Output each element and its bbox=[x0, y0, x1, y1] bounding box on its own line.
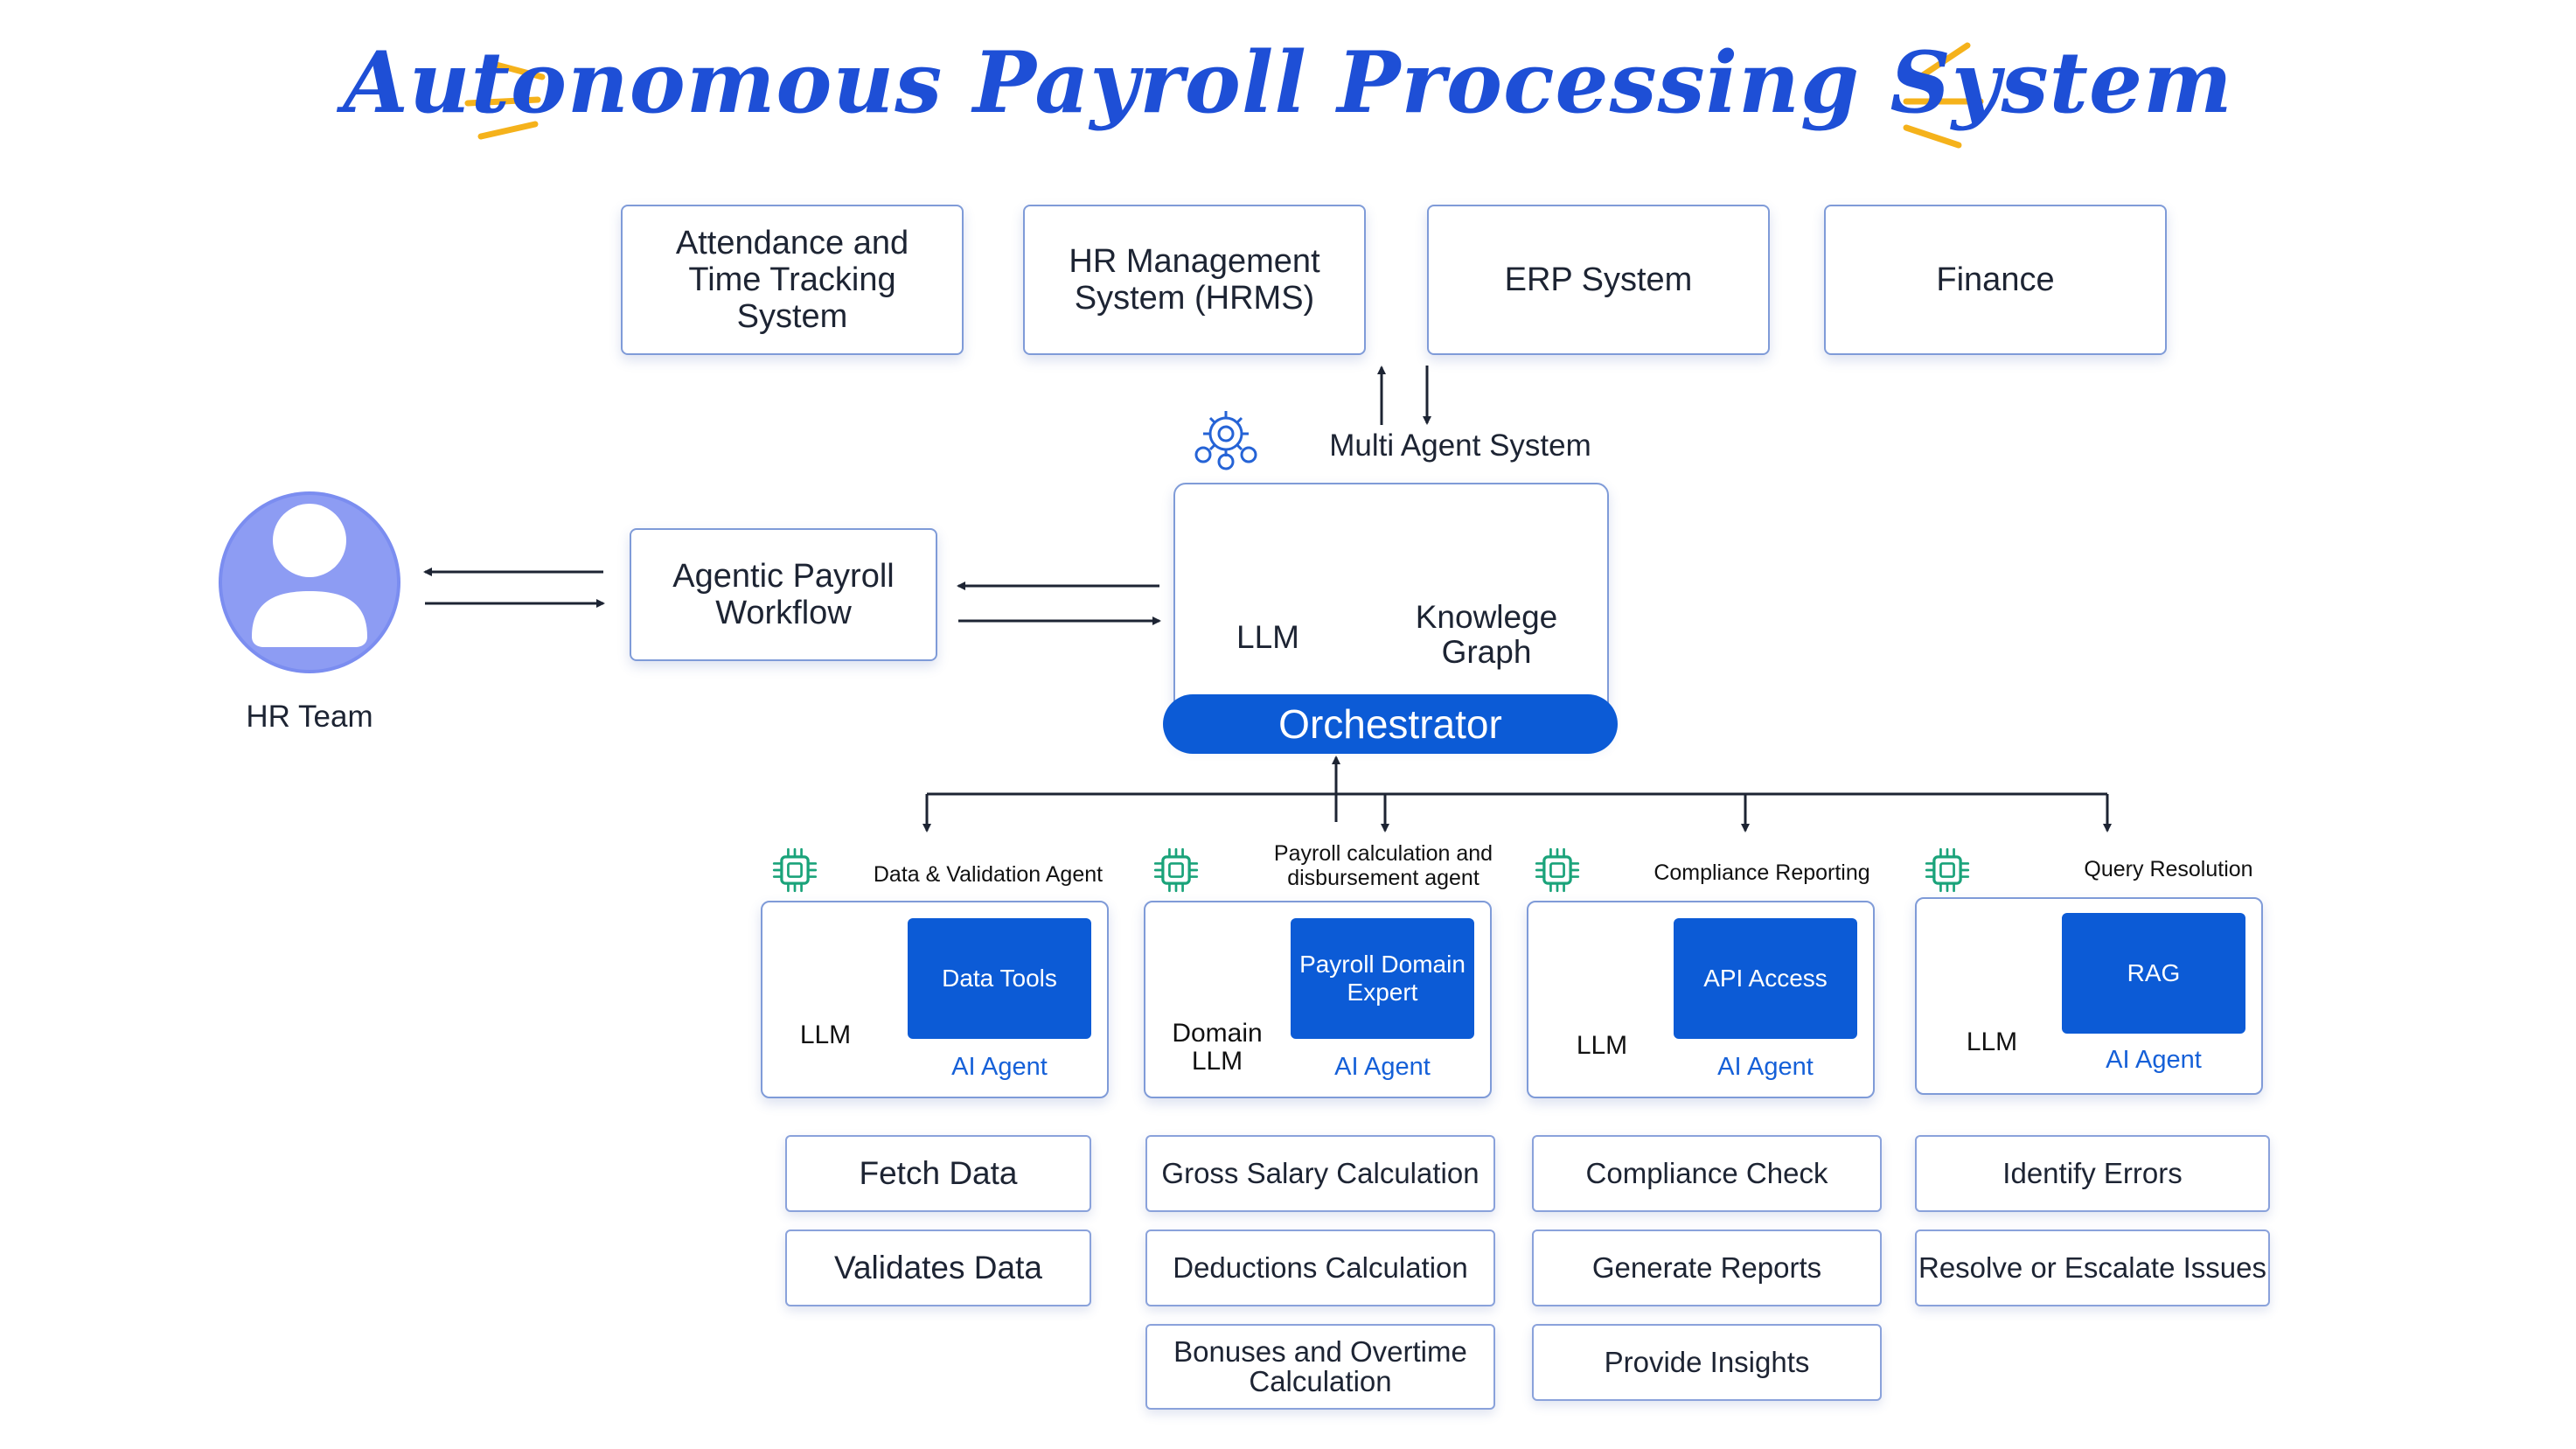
ai-agent-label: AI Agent bbox=[2106, 1046, 2202, 1074]
agent-title: Query Resolution bbox=[2084, 857, 2253, 881]
chip-icon bbox=[1153, 847, 1199, 893]
agent-tool-tile: API Access bbox=[1674, 918, 1857, 1039]
task-box: Generate Reports bbox=[1532, 1230, 1882, 1306]
user-avatar-icon bbox=[219, 491, 400, 673]
page-title: Autonomous Payroll Processing System bbox=[343, 33, 2233, 132]
task-box: Gross Salary Calculation bbox=[1145, 1135, 1495, 1212]
multi-agent-label: Multi Agent System bbox=[1329, 428, 1591, 463]
workflow-label: Agentic Payroll Workflow bbox=[672, 558, 895, 631]
task-label: Fetch Data bbox=[859, 1155, 1018, 1191]
task-box: Resolve or Escalate Issues bbox=[1915, 1230, 2270, 1306]
task-label: Validates Data bbox=[834, 1250, 1042, 1285]
system-label: HR Management System (HRMS) bbox=[1069, 243, 1320, 317]
system-finance: Finance bbox=[1824, 205, 2167, 355]
agent-title: Data & Validation Agent bbox=[873, 862, 1104, 887]
task-box: Bonuses and Overtime Calculation bbox=[1145, 1324, 1495, 1410]
agent-distribution-lines bbox=[922, 756, 2112, 832]
agent-tool-tile: Data Tools bbox=[908, 918, 1091, 1039]
agent-title: Compliance Reporting bbox=[1654, 860, 1870, 885]
task-label: Resolve or Escalate Issues bbox=[1918, 1251, 2266, 1284]
task-box: Fetch Data bbox=[785, 1135, 1091, 1212]
agent-llm-label: LLM bbox=[1576, 1031, 1628, 1060]
system-hrms: HR Management System (HRMS) bbox=[1023, 205, 1366, 355]
agentic-workflow-box: Agentic Payroll Workflow bbox=[630, 528, 937, 661]
chip-icon bbox=[772, 847, 818, 893]
ai-agent-label: AI Agent bbox=[951, 1053, 1048, 1081]
task-label: Gross Salary Calculation bbox=[1161, 1157, 1479, 1189]
agent-llm-label: Domain LLM bbox=[1172, 1019, 1263, 1076]
spark-icon bbox=[464, 59, 546, 140]
system-label: Finance bbox=[1936, 261, 2055, 298]
ai-agent-label: AI Agent bbox=[1334, 1053, 1431, 1081]
task-box: Identify Errors bbox=[1915, 1135, 2270, 1212]
ai-agent-label: AI Agent bbox=[1717, 1053, 1814, 1081]
task-box: Provide Insights bbox=[1532, 1324, 1882, 1401]
task-box: Compliance Check bbox=[1532, 1135, 1882, 1212]
system-erp: ERP System bbox=[1427, 205, 1770, 355]
system-label: ERP System bbox=[1504, 261, 1693, 298]
knowledge-graph-label: Knowlege Graph bbox=[1415, 599, 1558, 670]
orchestrator-pill: Orchestrator bbox=[1163, 694, 1618, 754]
task-label: Identify Errors bbox=[2002, 1157, 2183, 1189]
agent-title: Payroll calculation and disbursement age… bbox=[1273, 841, 1493, 890]
orchestrator-llm-label: LLM bbox=[1236, 619, 1299, 655]
agent-llm-label: LLM bbox=[799, 1021, 852, 1049]
system-attendance: Attendance and Time Tracking System bbox=[621, 205, 964, 355]
task-label: Generate Reports bbox=[1591, 1251, 1822, 1284]
task-box: Validates Data bbox=[785, 1230, 1091, 1306]
agent-tool-tile: Payroll Domain Expert bbox=[1291, 918, 1474, 1039]
agent-llm-label: LLM bbox=[1966, 1028, 2018, 1056]
spark-icon bbox=[1903, 42, 1984, 149]
chip-icon bbox=[1535, 847, 1580, 893]
task-label: Compliance Check bbox=[1585, 1157, 1828, 1189]
hr-team-label: HR Team bbox=[246, 700, 373, 734]
chip-icon bbox=[1925, 847, 1970, 893]
agent-tool-tile: RAG bbox=[2062, 913, 2245, 1034]
task-label: Provide Insights bbox=[1604, 1346, 1810, 1378]
task-label: Bonuses and Overtime Calculation bbox=[1173, 1335, 1467, 1397]
task-label: Deductions Calculation bbox=[1173, 1251, 1468, 1284]
system-label: Attendance and Time Tracking System bbox=[675, 225, 909, 335]
gear-network-icon bbox=[1194, 411, 1257, 470]
task-box: Deductions Calculation bbox=[1145, 1230, 1495, 1306]
